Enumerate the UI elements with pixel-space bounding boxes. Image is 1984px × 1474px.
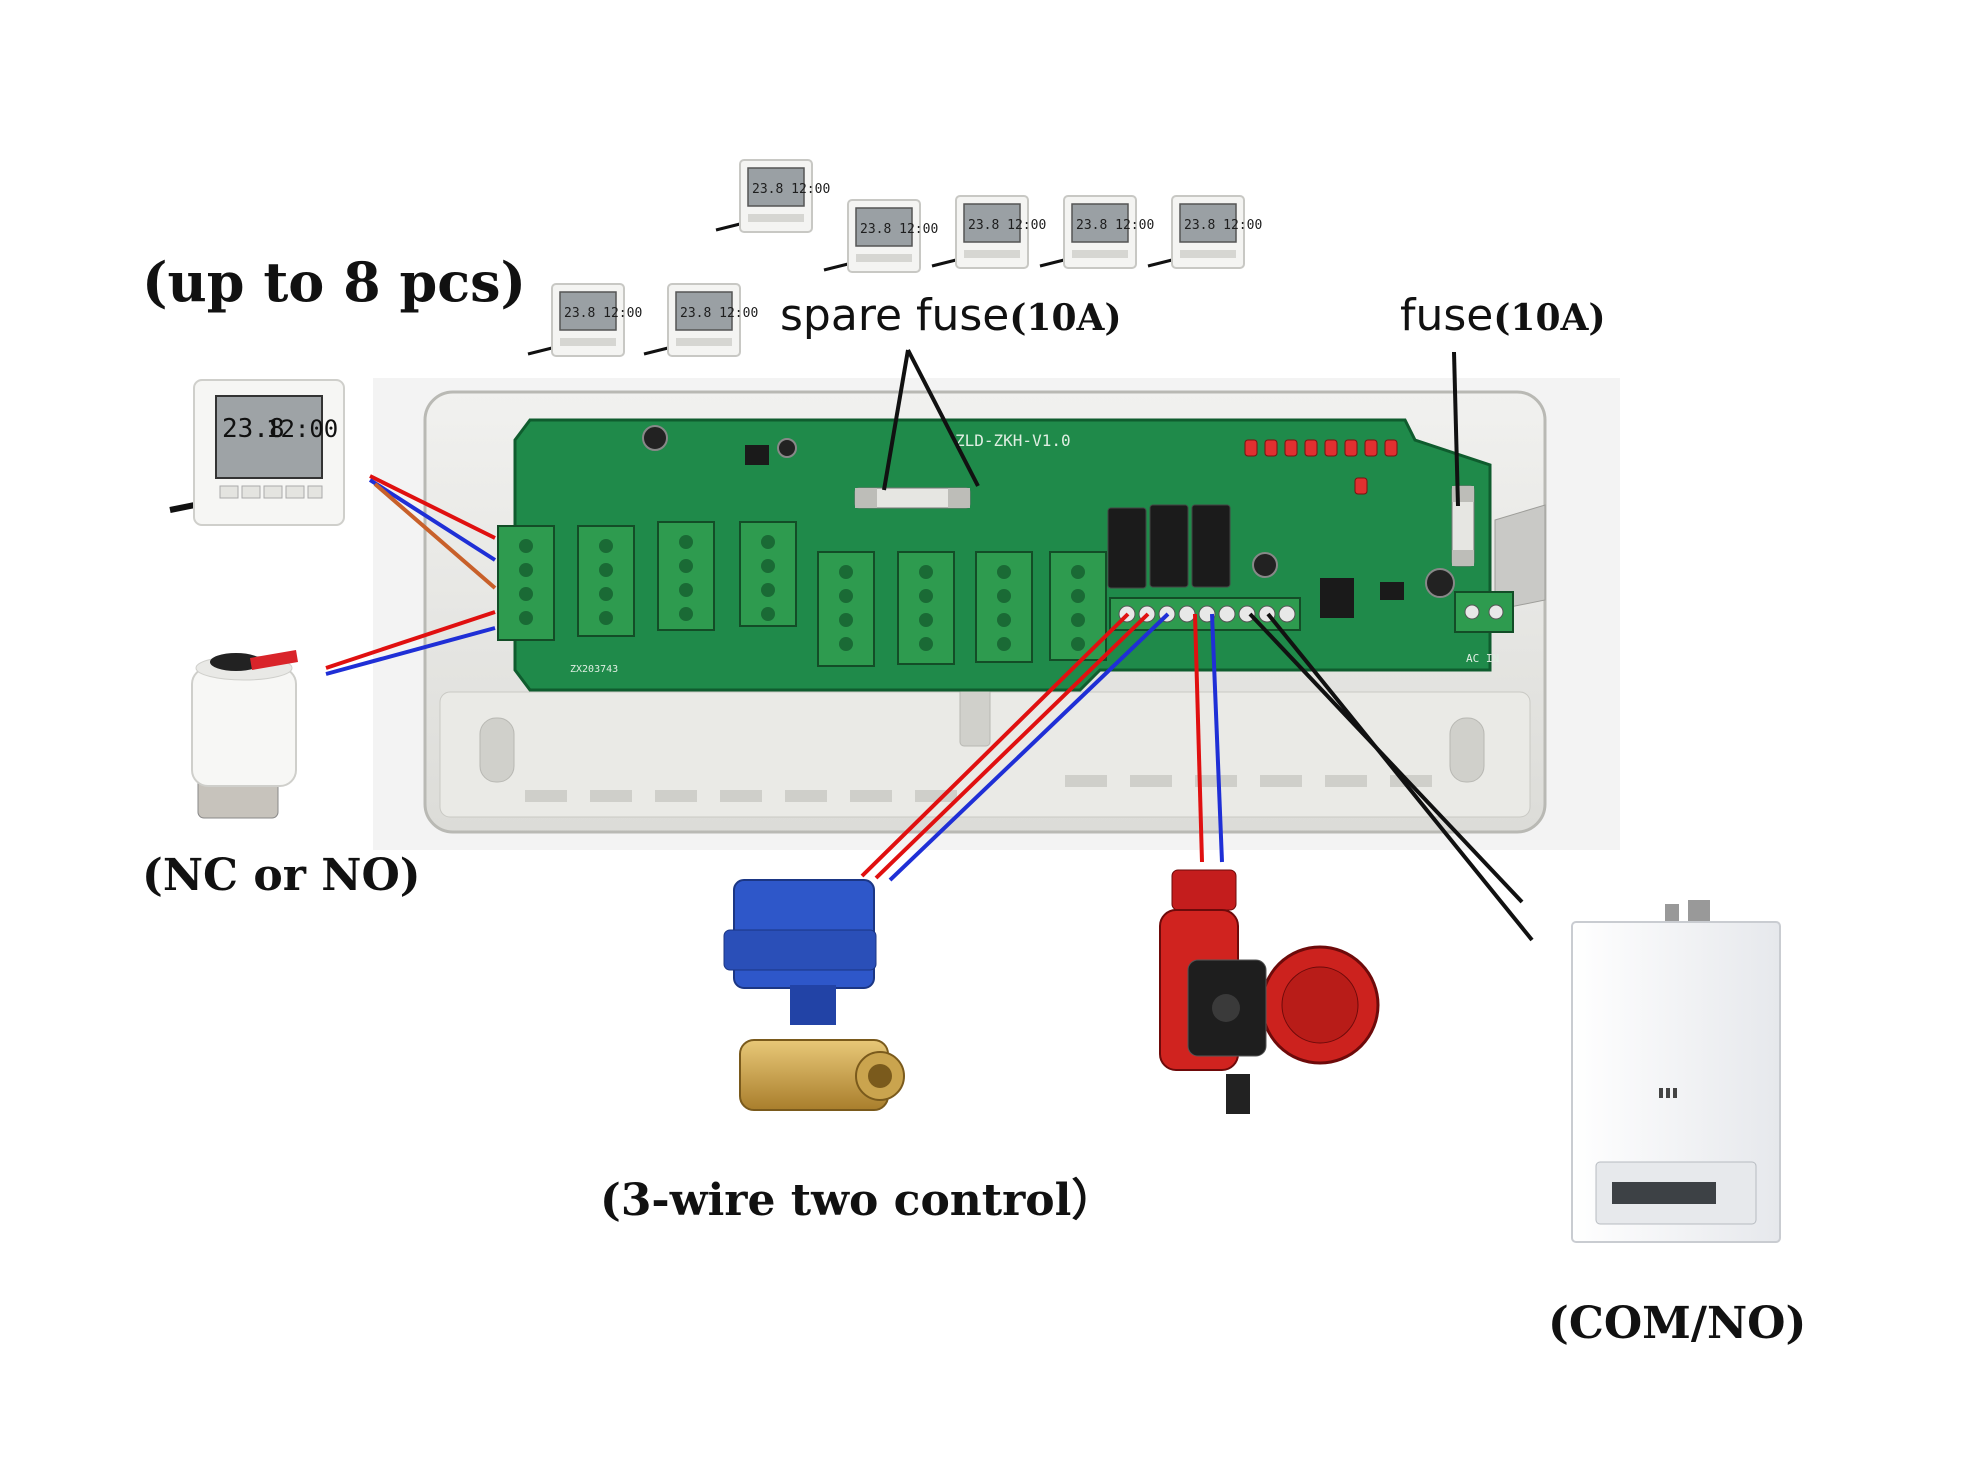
- wires-actuator: [325, 610, 496, 676]
- board-serial-label: ZX203743: [570, 664, 618, 675]
- fuse-label: fuse(10A): [1400, 290, 1605, 341]
- chip: [1320, 578, 1354, 618]
- chip: [1380, 582, 1404, 600]
- thermostat: [526, 282, 644, 358]
- actuator-type-label: (NC or NO): [142, 850, 421, 901]
- spare-fuse-text: spare fuse: [780, 290, 1010, 341]
- pcb-board: ZLD-ZKH-V1.0 ZX203743 AC IN: [497, 418, 1514, 692]
- thermostat: [822, 198, 940, 274]
- terminal-screws: [519, 535, 1085, 651]
- thermostat: [1146, 194, 1264, 270]
- thermostat-count-label: (up to 8 pcs): [142, 250, 527, 314]
- thermostat: [642, 282, 760, 358]
- thermal-actuator: [191, 650, 298, 819]
- board-model-label: ZLD-ZKH-V1.0: [955, 431, 1071, 450]
- capacitor: [1425, 568, 1455, 598]
- wires-pump: [1193, 613, 1224, 863]
- thermostat: [714, 158, 832, 234]
- ac-in-label: AC IN: [1466, 652, 1499, 665]
- thermostat-time-readout: 12:00: [266, 415, 338, 443]
- thermostat: [1038, 194, 1156, 270]
- fuse-text: fuse: [1400, 290, 1494, 341]
- thermostat-temp-readout: 23.8: [222, 414, 285, 444]
- wires-boiler: [1248, 612, 1534, 942]
- capacitor: [777, 438, 797, 458]
- boiler-type-label: (COM/NO): [1548, 1298, 1807, 1349]
- circulation-pump: [1159, 869, 1380, 1114]
- wires-valve: [860, 612, 1170, 882]
- thermostat-large: 23.8 12:00: [169, 379, 345, 526]
- spare-fuse-callout: [882, 349, 980, 491]
- status-leds: [1244, 439, 1398, 495]
- wires-thermostat: [368, 474, 497, 590]
- ac-input-terminal: [1454, 591, 1514, 633]
- capacitor: [642, 425, 668, 451]
- valve-type-label: (3-wire two control）: [600, 1175, 1116, 1226]
- spare-fuse-label: spare fuse(10A): [780, 290, 1121, 341]
- spare-fuse: [854, 487, 971, 509]
- capacitor: [1252, 552, 1278, 578]
- gas-boiler: [1571, 900, 1781, 1243]
- spare-fuse-rating: (10A): [1009, 297, 1122, 339]
- thermostat: [930, 194, 1048, 270]
- fuse-callout: [1452, 351, 1460, 507]
- main-fuse: [1451, 485, 1475, 567]
- relays: [1107, 504, 1231, 589]
- motorized-ball-valve: [723, 879, 905, 1111]
- fuse-rating: (10A): [1493, 297, 1606, 339]
- chip: [745, 445, 769, 465]
